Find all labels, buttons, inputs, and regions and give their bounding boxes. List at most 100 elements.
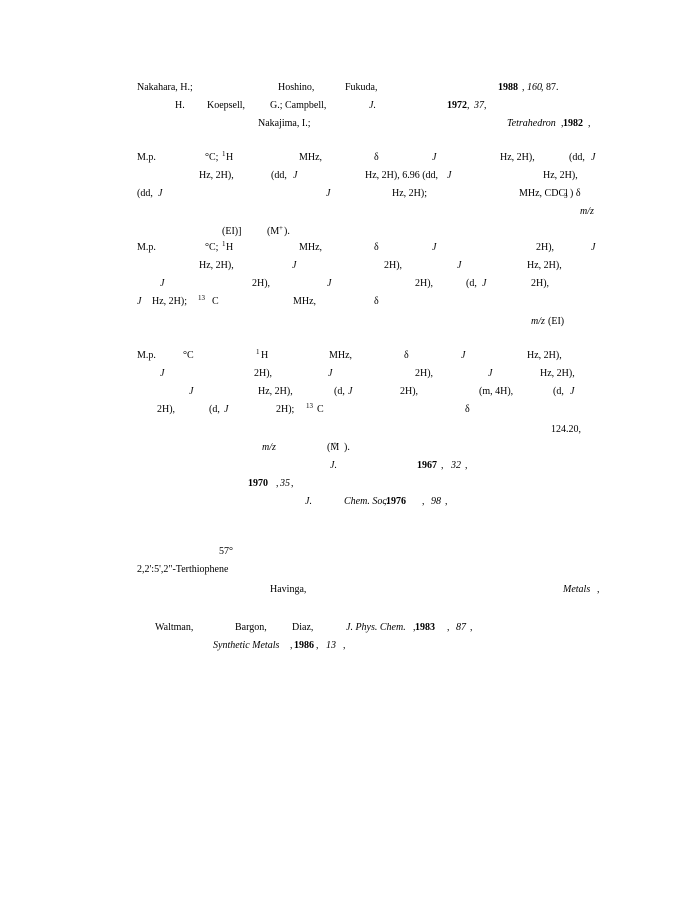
- text-fragment: H: [261, 350, 269, 361]
- text-fragment: (d,: [466, 278, 477, 289]
- text-fragment: Koepsell,: [207, 100, 246, 111]
- text-fragment: J: [327, 278, 332, 289]
- text-fragment: (d,: [553, 386, 564, 397]
- text-fragment: J: [292, 260, 297, 271]
- text-fragment: m/z: [262, 442, 276, 453]
- text-fragment: (d,: [209, 404, 220, 415]
- text-fragment: (M: [267, 226, 280, 237]
- text-fragment: J. Phys. Chem.: [346, 622, 406, 633]
- text-fragment: m/z: [531, 316, 545, 327]
- text-fragment: 2H),: [384, 260, 403, 271]
- text-fragment: 1988: [498, 82, 518, 93]
- text-fragment: ,: [290, 640, 293, 651]
- text-fragment: Hz, 2H),: [199, 170, 234, 181]
- text-fragment: , 87.: [541, 82, 559, 93]
- text-fragment: +: [333, 440, 337, 448]
- text-fragment: MHz,: [293, 296, 317, 307]
- text-fragment: M.p.: [137, 152, 156, 163]
- text-fragment: 13: [326, 640, 336, 651]
- text-fragment: 35: [280, 478, 290, 489]
- text-fragment: J: [488, 368, 493, 379]
- text-fragment: J: [160, 368, 165, 379]
- text-fragment: 98: [431, 496, 441, 507]
- text-fragment: ,: [597, 584, 600, 595]
- text-fragment: MHz,: [329, 350, 353, 361]
- text-fragment: (EI)]: [222, 226, 242, 237]
- text-fragment: J: [224, 404, 229, 415]
- text-fragment: ,: [522, 82, 525, 93]
- text-fragment: G.; Campbell,: [270, 100, 327, 111]
- text-fragment: Hz, 2H),: [258, 386, 293, 397]
- text-fragment: 13: [198, 294, 205, 302]
- text-fragment: J.: [369, 100, 376, 111]
- text-fragment: ,: [447, 622, 450, 633]
- text-fragment: J: [447, 170, 452, 181]
- text-fragment: H.: [175, 100, 185, 111]
- text-fragment: M.p.: [137, 242, 156, 253]
- text-fragment: 2,2':5',2"-Terthiophene: [137, 564, 229, 575]
- text-fragment: MHz,: [299, 152, 323, 163]
- text-fragment: 2H),: [400, 386, 419, 397]
- text-fragment: Hz, 2H);: [152, 296, 187, 307]
- text-fragment: ,: [561, 118, 564, 129]
- text-fragment: J: [432, 152, 437, 163]
- text-fragment: 87: [456, 622, 466, 633]
- text-fragment: 1: [222, 150, 226, 158]
- text-fragment: J: [137, 296, 142, 307]
- text-fragment: ,: [484, 100, 487, 111]
- text-fragment: J: [328, 368, 333, 379]
- text-fragment: J.: [305, 496, 312, 507]
- text-fragment: J.: [330, 460, 337, 471]
- text-fragment: ,: [467, 100, 470, 111]
- text-fragment: J: [461, 350, 466, 361]
- text-fragment: Hoshino,: [278, 82, 315, 93]
- text-fragment: 1967: [417, 460, 437, 471]
- text-fragment: C: [317, 404, 324, 415]
- text-fragment: 2H),: [536, 242, 555, 253]
- text-fragment: Tetrahedron: [507, 118, 556, 129]
- text-fragment: J: [591, 242, 596, 253]
- text-fragment: Hz, 2H),: [527, 350, 562, 361]
- text-fragment: Fukuda,: [345, 82, 378, 93]
- text-fragment: Hz, 2H),: [527, 260, 562, 271]
- text-fragment: C: [212, 296, 219, 307]
- text-fragment: Bargon,: [235, 622, 267, 633]
- text-fragment: m/z: [580, 206, 594, 217]
- text-fragment: 1976: [386, 496, 406, 507]
- text-fragment: ,: [470, 622, 473, 633]
- text-fragment: MHz, CDCl: [519, 188, 568, 199]
- text-fragment: ).: [284, 226, 290, 237]
- text-fragment: ,: [588, 118, 591, 129]
- text-fragment: δ: [404, 350, 409, 361]
- text-fragment: Hz, 2H),: [543, 170, 578, 181]
- text-fragment: δ: [465, 404, 470, 415]
- text-fragment: 160: [527, 82, 542, 93]
- text-fragment: 1970: [248, 478, 268, 489]
- text-fragment: Metals: [563, 584, 591, 595]
- text-fragment: ,: [291, 478, 294, 489]
- text-fragment: ,: [384, 496, 387, 507]
- text-fragment: 37: [474, 100, 484, 111]
- text-fragment: J: [482, 278, 487, 289]
- text-fragment: 2H),: [157, 404, 176, 415]
- text-fragment: (dd,: [271, 170, 287, 181]
- text-fragment: Hz, 2H),: [540, 368, 575, 379]
- text-fragment: °C: [183, 350, 194, 361]
- text-fragment: ,: [422, 496, 425, 507]
- text-fragment: 2H),: [415, 278, 434, 289]
- text-fragment: J: [158, 188, 163, 199]
- text-fragment: J: [293, 170, 298, 181]
- text-fragment: ,: [413, 622, 416, 633]
- text-fragment: (dd,: [569, 152, 585, 163]
- text-fragment: J: [189, 386, 194, 397]
- text-fragment: (d,: [334, 386, 345, 397]
- text-fragment: δ: [374, 242, 379, 253]
- text-fragment: 1982: [563, 118, 583, 129]
- text-fragment: J: [570, 386, 575, 397]
- text-fragment: °C;: [205, 242, 219, 253]
- text-fragment: Chem. Soc.: [344, 496, 390, 507]
- text-fragment: 2H),: [254, 368, 273, 379]
- text-fragment: Hz, 2H),: [199, 260, 234, 271]
- text-fragment: 2H);: [276, 404, 295, 415]
